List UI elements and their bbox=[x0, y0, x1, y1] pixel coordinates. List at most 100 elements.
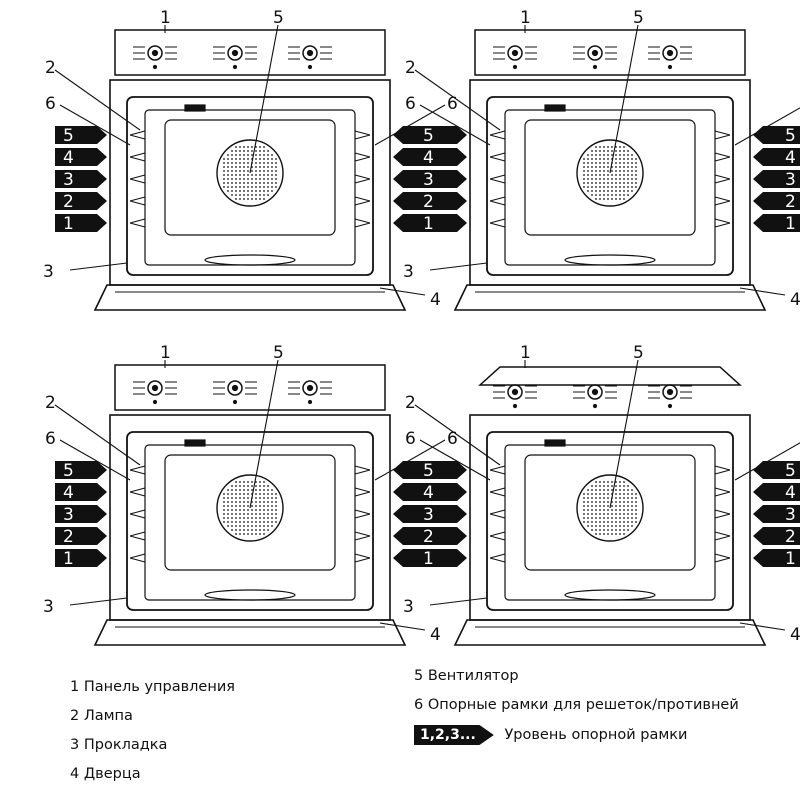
grille-dot bbox=[271, 182, 273, 184]
grille-dot bbox=[275, 174, 277, 176]
grille-dot bbox=[635, 162, 637, 164]
grille-dot bbox=[239, 513, 241, 515]
grille-dot bbox=[611, 174, 613, 176]
grille-dot bbox=[247, 158, 249, 160]
grille-dot bbox=[611, 481, 613, 483]
rail-left bbox=[489, 174, 506, 184]
grille-dot bbox=[619, 194, 621, 196]
oven-4: 55443322111526634 bbox=[403, 343, 800, 646]
grille-dot bbox=[267, 178, 269, 180]
legend-item-door: 4 Дверца bbox=[70, 766, 141, 782]
grille-dot bbox=[591, 493, 593, 495]
grille-dot bbox=[619, 505, 621, 507]
grille-dot bbox=[619, 533, 621, 535]
grille-dot bbox=[227, 174, 229, 176]
grille-dot bbox=[235, 501, 237, 503]
grille-dot bbox=[599, 505, 601, 507]
rail-right bbox=[354, 465, 371, 475]
grille-dot bbox=[607, 162, 609, 164]
grille-dot bbox=[595, 517, 597, 519]
callout-line-c5 bbox=[249, 24, 279, 174]
knob-center-1 bbox=[151, 49, 159, 57]
indicator-dot bbox=[667, 64, 673, 70]
grille-dot bbox=[599, 513, 601, 515]
grille-dot bbox=[263, 178, 265, 180]
grille-dot bbox=[583, 182, 585, 184]
grille-dot bbox=[227, 517, 229, 519]
grille-dot bbox=[583, 186, 585, 188]
lamp-icon bbox=[184, 104, 206, 112]
callout-number-c1: 1 bbox=[160, 8, 171, 28]
grille-dot bbox=[599, 529, 601, 531]
grille-dot bbox=[251, 178, 253, 180]
grille-dot bbox=[247, 194, 249, 196]
grille-dot bbox=[599, 521, 601, 523]
callout-line-c3 bbox=[429, 262, 488, 271]
grille-dot bbox=[599, 533, 601, 535]
grille-dot bbox=[603, 525, 605, 527]
level-badge-label: Уровень опорной рамки bbox=[504, 727, 688, 743]
grille-dot bbox=[231, 501, 233, 503]
grille-dot bbox=[583, 521, 585, 523]
oven-cavity bbox=[486, 431, 734, 611]
grille-dot bbox=[255, 190, 257, 192]
grille-dot bbox=[267, 170, 269, 172]
rail-left bbox=[129, 174, 146, 184]
grille-dot bbox=[223, 170, 225, 172]
grille-dot bbox=[635, 186, 637, 188]
level-label-right-4: 4 bbox=[785, 148, 796, 168]
grille-dot bbox=[619, 513, 621, 515]
knob-1 bbox=[507, 45, 523, 61]
grille-dot bbox=[627, 178, 629, 180]
rail-right bbox=[354, 174, 371, 184]
grille-dot bbox=[635, 170, 637, 172]
grille-dot bbox=[259, 150, 261, 152]
indicator-dot bbox=[152, 399, 158, 405]
grille-dot bbox=[603, 497, 605, 499]
grille-dot bbox=[587, 174, 589, 176]
grille-dot bbox=[611, 178, 613, 180]
level-label-left-4: 4 bbox=[423, 483, 434, 503]
grille-dot bbox=[259, 533, 261, 535]
grille-dot bbox=[631, 517, 633, 519]
cavity-floor bbox=[204, 589, 296, 601]
grille-dot bbox=[607, 501, 609, 503]
grille-dot bbox=[631, 158, 633, 160]
grille-dot bbox=[627, 190, 629, 192]
grille-dot bbox=[591, 182, 593, 184]
callout-number-c6: 6 bbox=[405, 429, 416, 449]
grille-dot bbox=[247, 198, 249, 200]
grille-dot bbox=[263, 529, 265, 531]
level-tab-left-2 bbox=[55, 527, 107, 545]
level-label-left-2: 2 bbox=[63, 192, 74, 212]
grille-dot bbox=[223, 497, 225, 499]
grille-dot bbox=[615, 513, 617, 515]
grille-dot bbox=[239, 533, 241, 535]
grille-dot bbox=[623, 505, 625, 507]
grille-dot bbox=[591, 529, 593, 531]
grille-dot bbox=[627, 166, 629, 168]
grille-dot bbox=[595, 529, 597, 531]
grille-dot bbox=[275, 162, 277, 164]
level-label-left-4: 4 bbox=[63, 148, 74, 168]
grille-dot bbox=[235, 513, 237, 515]
grille-dot bbox=[259, 186, 261, 188]
rail-left bbox=[129, 152, 146, 162]
grille-dot bbox=[615, 162, 617, 164]
grille-dot bbox=[255, 509, 257, 511]
grille-dot bbox=[623, 198, 625, 200]
callout-line-c4 bbox=[379, 622, 426, 631]
grille-dot bbox=[635, 513, 637, 515]
grille-dot bbox=[255, 174, 257, 176]
grille-dot bbox=[607, 489, 609, 491]
grille-dot bbox=[627, 150, 629, 152]
grille-dot bbox=[595, 182, 597, 184]
grille-dot bbox=[255, 489, 257, 491]
grille-dot bbox=[259, 158, 261, 160]
grille-dot bbox=[243, 194, 245, 196]
grille-dot bbox=[251, 509, 253, 511]
grille-dot bbox=[239, 182, 241, 184]
grille-dot bbox=[247, 509, 249, 511]
rail-left bbox=[129, 465, 146, 475]
rail-left bbox=[489, 196, 506, 206]
